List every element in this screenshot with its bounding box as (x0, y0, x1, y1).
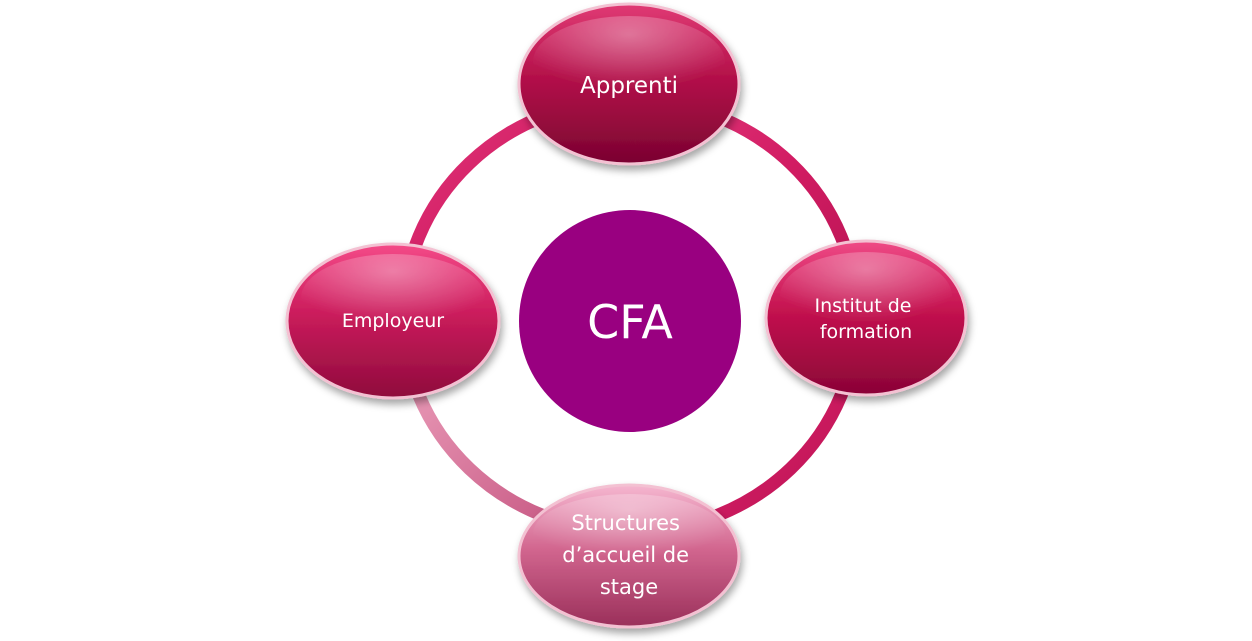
center-label: CFA (587, 295, 673, 349)
node-structures-label: Structures d’accueil de stage (562, 511, 695, 599)
node-employeur-label: Employeur (342, 310, 444, 332)
node-institut-label: Institut de formation (814, 295, 917, 343)
center-node-cfa: CFA (519, 210, 741, 432)
node-employeur (285, 242, 501, 400)
center-circle (519, 210, 741, 432)
node-institut-de-formation (764, 239, 968, 397)
node-apprenti (517, 2, 741, 166)
node-structures-accueil-stage (517, 483, 741, 629)
node-apprenti-label: Apprenti (580, 73, 678, 99)
